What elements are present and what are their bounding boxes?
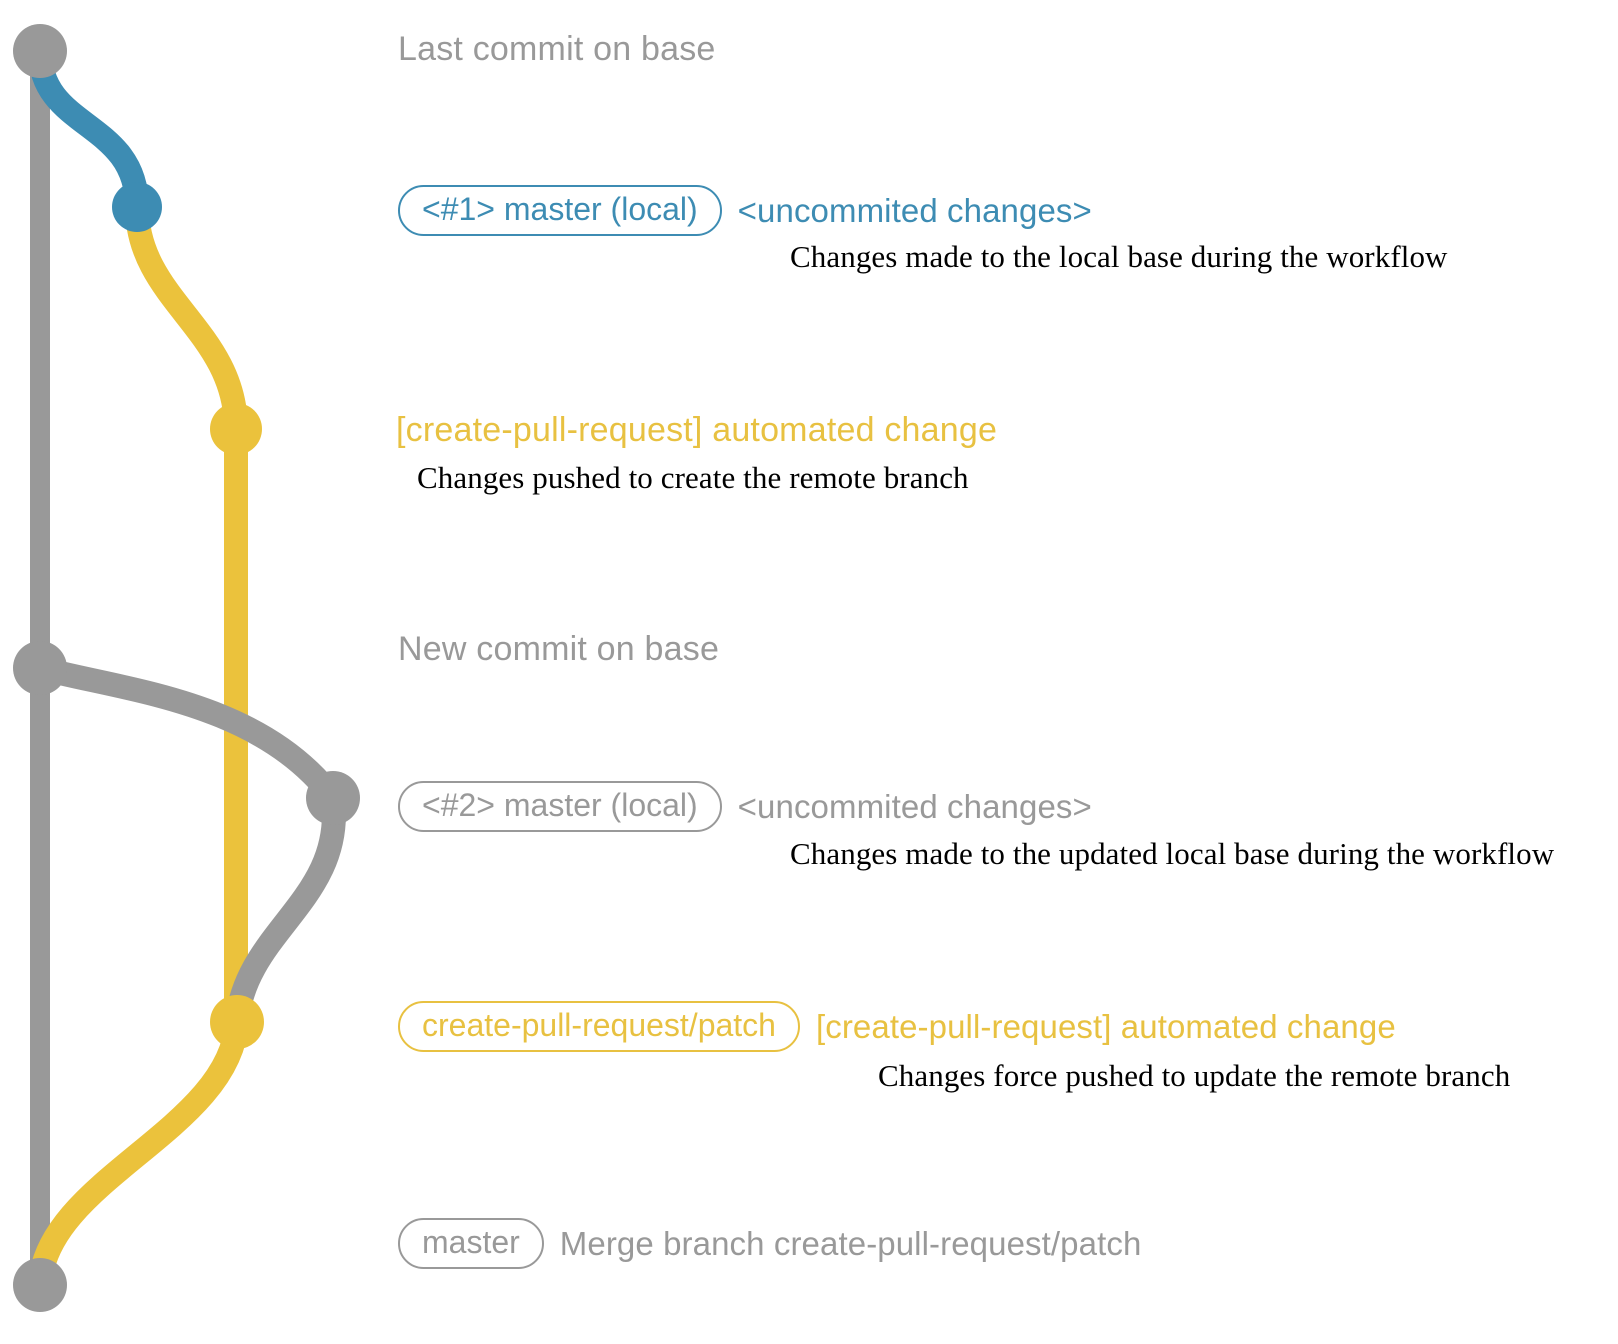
entry-merge-commit: master Merge branch create-pull-request/… [398, 1218, 1141, 1269]
commit-node-local-master-2[interactable] [306, 771, 360, 825]
commit-message-new-commit-on-base: New commit on base [398, 630, 720, 668]
description-local-master-2: Changes made to the updated local base d… [790, 836, 1555, 871]
entry-local-master-2: <#2> master (local) <uncommited changes> [398, 781, 1092, 832]
description-local-master-1: Changes made to the local base during th… [790, 239, 1448, 274]
entry-new-commit-on-base: New commit on base [398, 630, 719, 669]
commit-node-patch-2[interactable] [210, 995, 264, 1049]
entry-patch-commit-2: create-pull-request/patch [create-pull-r… [398, 1001, 1396, 1052]
commit-message-patch-commit-2: [create-pull-request] automated change [815, 1007, 1396, 1045]
branch-badge-patch-branch[interactable]: create-pull-request/patch [398, 1001, 800, 1052]
commit-node-patch-1[interactable] [210, 403, 262, 455]
gray-branch-to-local2 [28, 656, 345, 810]
commit-node-merge[interactable] [13, 1258, 67, 1312]
commit-node-base-new[interactable] [13, 641, 67, 695]
commit-node-base-last[interactable] [13, 24, 67, 78]
yellow-merge-line [28, 1010, 249, 1297]
branch-badge-local-master-2[interactable]: <#2> master (local) [398, 781, 722, 832]
entry-patch-commit-1: [create-pull-request] automated change [396, 411, 997, 450]
commit-message-merge-commit: Merge branch create-pull-request/patch [559, 1224, 1142, 1262]
commit-message-last-commit-on-base: Last commit on base [398, 30, 716, 68]
entry-local-master-1: <#1> master (local) <uncommited changes> [398, 185, 1092, 236]
commit-message-patch-commit-1: [create-pull-request] automated change [396, 411, 998, 449]
description-patch-commit-2: Changes force pushed to update the remot… [878, 1058, 1511, 1093]
commit-message-local-master-2: <uncommited changes> [737, 787, 1092, 825]
branch-badge-local-master-1[interactable]: <#1> master (local) [398, 185, 722, 236]
entry-last-commit-on-base: Last commit on base [398, 30, 716, 69]
description-patch-commit-1: Changes pushed to create the remote bran… [417, 460, 969, 495]
commit-message-local-master-1: <uncommited changes> [737, 191, 1092, 229]
branch-badge-master[interactable]: master [398, 1218, 544, 1269]
commit-node-local-master-1[interactable] [112, 182, 162, 232]
gray-branch-to-patch2 [225, 786, 346, 1034]
